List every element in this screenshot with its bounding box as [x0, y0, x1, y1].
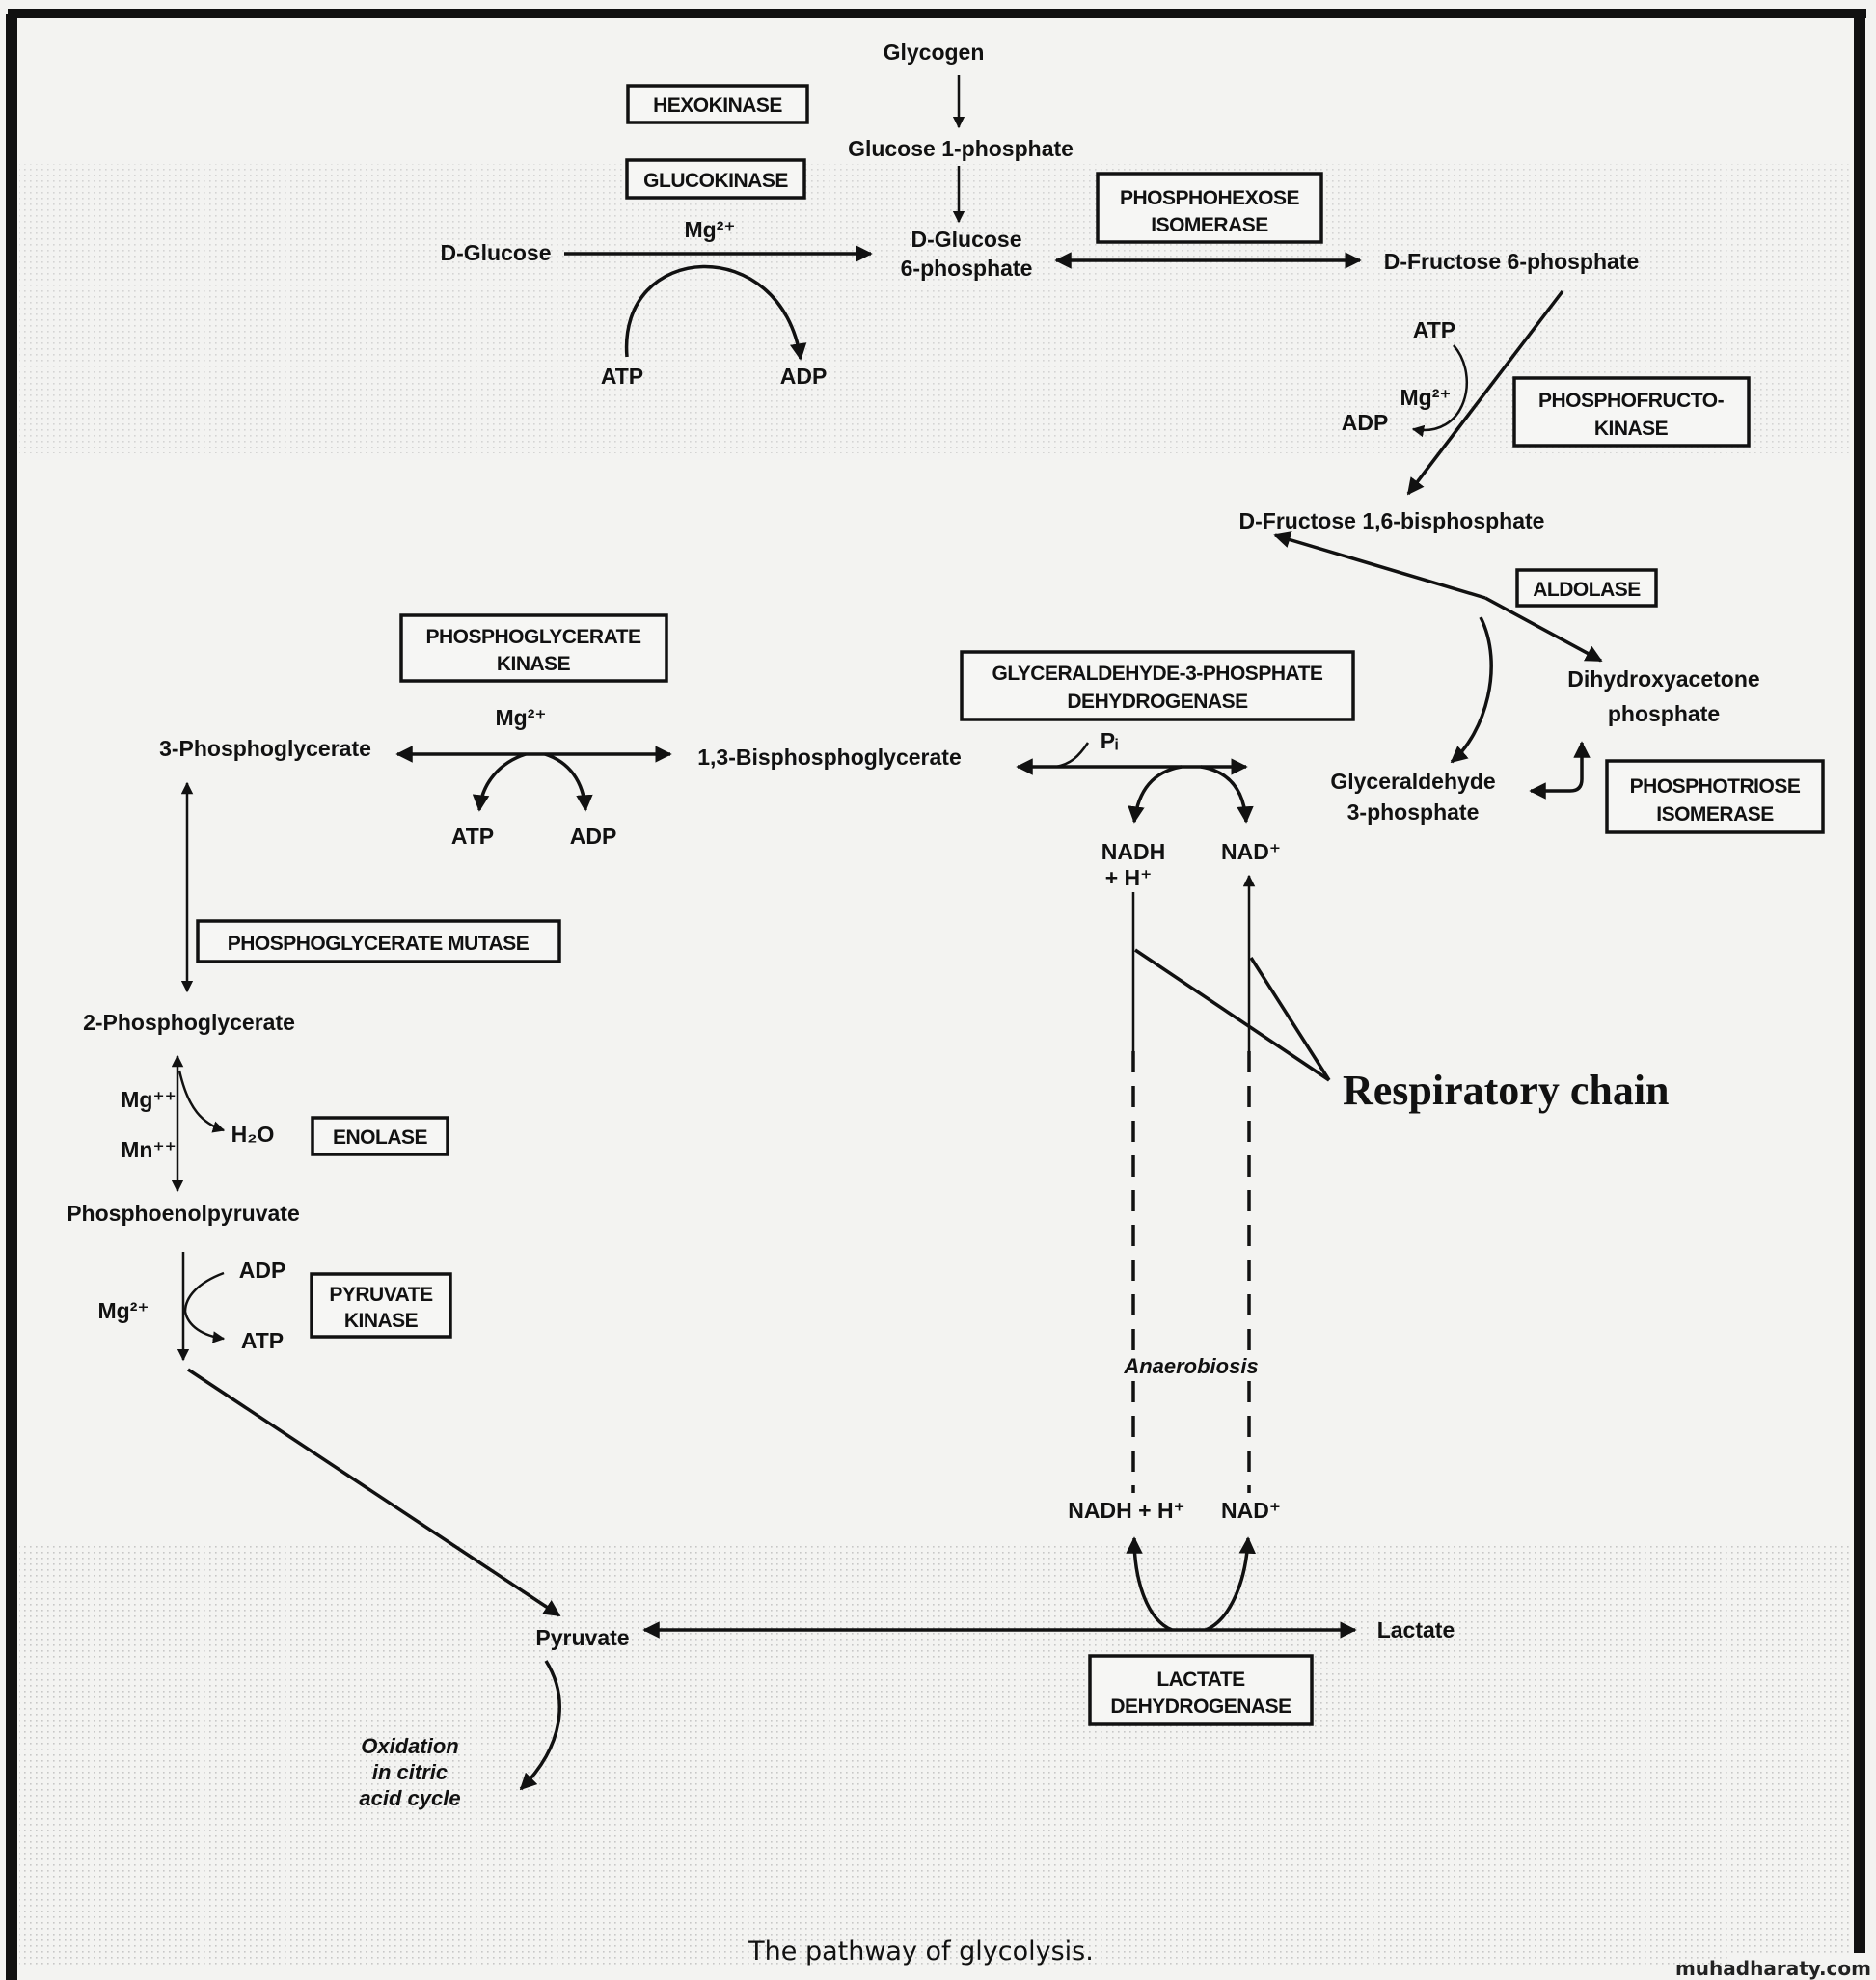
arrow-gapdh-nadh	[1128, 765, 1183, 824]
metabolite-phosphoenolpyruvate: Phosphoenolpyruvate	[67, 1201, 300, 1226]
svg-text:ALDOLASE: ALDOLASE	[1533, 579, 1641, 601]
metabolite-dhap-line1: Dihydroxyacetone	[1567, 666, 1759, 692]
enzyme-lactate-dehydrogenase: LACTATE DEHYDROGENASE	[1088, 1654, 1314, 1726]
cofactor-pgk-adp: ADP	[570, 824, 617, 849]
halftone-bottom	[19, 1543, 1852, 1967]
svg-text:PHOSPHOGLYCERATE MUTASE: PHOSPHOGLYCERATE MUTASE	[228, 933, 530, 955]
svg-text:DEHYDROGENASE: DEHYDROGENASE	[1110, 1695, 1291, 1718]
metabolite-g6p-line1: D-Glucose	[911, 227, 1021, 252]
metabolite-2-phosphoglycerate: 2-Phosphoglycerate	[83, 1010, 295, 1035]
metabolite-glycogen: Glycogen	[884, 40, 985, 65]
enzyme-phosphohexose-isomerase: PHOSPHOHEXOSE ISOMERASE	[1096, 172, 1323, 244]
metabolite-d-glucose: D-Glucose	[440, 240, 551, 265]
label-oxidation-line3: acid cycle	[359, 1786, 460, 1810]
pointer-respiratory-1	[1134, 948, 1330, 1082]
metabolite-gap-line1: Glyceraldehyde	[1330, 769, 1495, 794]
metabolite-g6p-line2: 6-phosphate	[901, 256, 1033, 281]
enzyme-glucokinase: GLUCOKINASE	[625, 158, 806, 200]
label-respiratory-chain: Respiratory chain	[1343, 1067, 1670, 1114]
cofactor-gapdh-pi: Pᵢ	[1101, 728, 1119, 753]
svg-text:ENOLASE: ENOLASE	[333, 1126, 428, 1149]
enzyme-hexokinase: HEXOKINASE	[626, 84, 809, 124]
svg-text:PHOSPHOGLYCERATE: PHOSPHOGLYCERATE	[425, 626, 641, 648]
arrow-gapdh-pi	[1055, 742, 1090, 769]
cofactor-gapdh-nadh-line2: + H⁺	[1105, 865, 1153, 890]
cofactor-gapdh-nadh-line1: NADH	[1101, 839, 1165, 864]
arrow-gapdh-nad	[1200, 765, 1254, 824]
metabolite-pyruvate: Pyruvate	[535, 1625, 629, 1650]
svg-text:HEXOKINASE: HEXOKINASE	[653, 95, 782, 117]
svg-text:DEHYDROGENASE: DEHYDROGENASE	[1067, 691, 1248, 713]
cofactor-enolase-mn: Mn⁺⁺	[121, 1137, 177, 1162]
cofactor-gapdh-nad: NAD⁺	[1221, 839, 1281, 864]
svg-text:KINASE: KINASE	[1594, 418, 1669, 440]
watermark: muhadharaty.com	[1675, 1957, 1871, 1980]
cofactor-pfk-adp: ADP	[1342, 410, 1389, 435]
watermark-bg	[1731, 1953, 1876, 1980]
arrow-f16bp-gap	[1450, 616, 1493, 764]
arrow-pgk-atp	[472, 752, 527, 812]
arrow-ldh-nad	[1205, 1536, 1257, 1632]
arrow-enolase-h2o	[177, 1070, 226, 1133]
label-oxidation-line1: Oxidation	[361, 1734, 458, 1758]
cofactor-enolase-h2o: H₂O	[231, 1122, 275, 1147]
cofactor-pgk-mg: Mg²⁺	[495, 705, 546, 730]
cofactor-ldh-nadh: NADH + H⁺	[1068, 1498, 1184, 1523]
metabolite-fructose-1-6-bisphosphate: D-Fructose 1,6-bisphosphate	[1239, 508, 1545, 533]
cofactor-pfk-mg: Mg²⁺	[1400, 385, 1451, 410]
cofactor-hk-adp: ADP	[780, 364, 828, 389]
enzyme-phosphoglycerate-mutase: PHOSPHOGLYCERATE MUTASE	[196, 919, 561, 963]
svg-text:PHOSPHOFRUCTO-: PHOSPHOFRUCTO-	[1538, 390, 1725, 412]
arrow-f6p-f16bp	[1406, 289, 1564, 496]
arrow-f16bp-dhap	[1484, 596, 1603, 663]
cofactor-pk-atp: ATP	[241, 1328, 284, 1353]
arrow-pk-adp-atp	[183, 1271, 226, 1343]
svg-text:GLUCOKINASE: GLUCOKINASE	[643, 170, 788, 192]
svg-text:PHOSPHOHEXOSE: PHOSPHOHEXOSE	[1120, 187, 1300, 209]
metabolite-1-3-bisphosphoglycerate: 1,3-Bisphosphoglycerate	[697, 745, 962, 770]
svg-text:GLYCERALDEHYDE-3-PHOSPHATE: GLYCERALDEHYDE-3-PHOSPHATE	[992, 663, 1323, 685]
enzyme-enolase: ENOLASE	[311, 1116, 449, 1156]
arrow-hk-atp-adp	[625, 264, 807, 361]
svg-text:LACTATE: LACTATE	[1156, 1668, 1245, 1691]
arrow-pgk-adp	[544, 752, 593, 812]
metabolite-gap-line2: 3-phosphate	[1347, 800, 1480, 825]
cofactor-enolase-mg: Mg⁺⁺	[121, 1087, 177, 1112]
metabolite-3-phosphoglycerate: 3-Phosphoglycerate	[159, 736, 371, 761]
cofactor-pfk-atp: ATP	[1413, 317, 1455, 342]
metabolite-fructose-6-phosphate: D-Fructose 6-phosphate	[1384, 249, 1640, 274]
label-oxidation-line2: in citric	[372, 1760, 448, 1784]
cofactor-pk-mg: Mg²⁺	[97, 1298, 149, 1323]
arrow-pep-pyruvate-b	[187, 1368, 561, 1617]
svg-text:PHOSPHOTRIOSE: PHOSPHOTRIOSE	[1630, 775, 1801, 798]
enzyme-phosphoglycerate-kinase: PHOSPHOGLYCERATE KINASE	[399, 613, 668, 683]
arrow-pyruvate-oxidation	[519, 1660, 561, 1791]
svg-text:KINASE: KINASE	[344, 1310, 419, 1332]
metabolite-dhap-line2: phosphate	[1608, 701, 1720, 726]
enzyme-pyruvate-kinase: PYRUVATE KINASE	[310, 1272, 452, 1339]
svg-text:ISOMERASE: ISOMERASE	[1656, 803, 1774, 826]
enzyme-phosphofructokinase: PHOSPHOFRUCTO- KINASE	[1512, 376, 1751, 448]
metabolite-lactate: Lactate	[1377, 1617, 1455, 1642]
arrow-pfk-atp-adp	[1411, 344, 1468, 438]
enzyme-gapdh: GLYCERALDEHYDE-3-PHOSPHATE DEHYDROGENASE	[960, 650, 1355, 721]
svg-text:ISOMERASE: ISOMERASE	[1151, 214, 1268, 236]
pointer-respiratory-2	[1249, 957, 1331, 1081]
cofactor-hk-atp: ATP	[601, 364, 643, 389]
arrow-aldolase-reverse	[1273, 531, 1486, 600]
svg-text:PYRUVATE: PYRUVATE	[329, 1284, 433, 1306]
label-anaerobiosis: Anaerobiosis	[1123, 1354, 1258, 1378]
cofactor-ldh-nad: NAD⁺	[1221, 1498, 1281, 1523]
enzyme-phosphotriose-isomerase: PHOSPHOTRIOSE ISOMERASE	[1605, 759, 1825, 834]
cofactor-pgk-atp: ATP	[451, 824, 494, 849]
svg-text:KINASE: KINASE	[497, 653, 571, 675]
cofactor-pk-adp: ADP	[239, 1258, 286, 1283]
figure-caption: The pathway of glycolysis.	[748, 1937, 1094, 1966]
metabolite-glucose-1-phosphate: Glucose 1-phosphate	[848, 136, 1074, 161]
cofactor-hk-mg: Mg²⁺	[684, 217, 735, 242]
arrow-triose-isomerase	[1529, 741, 1591, 800]
enzyme-aldolase: ALDOLASE	[1515, 568, 1658, 608]
arrow-ldh-nadh	[1126, 1536, 1173, 1632]
